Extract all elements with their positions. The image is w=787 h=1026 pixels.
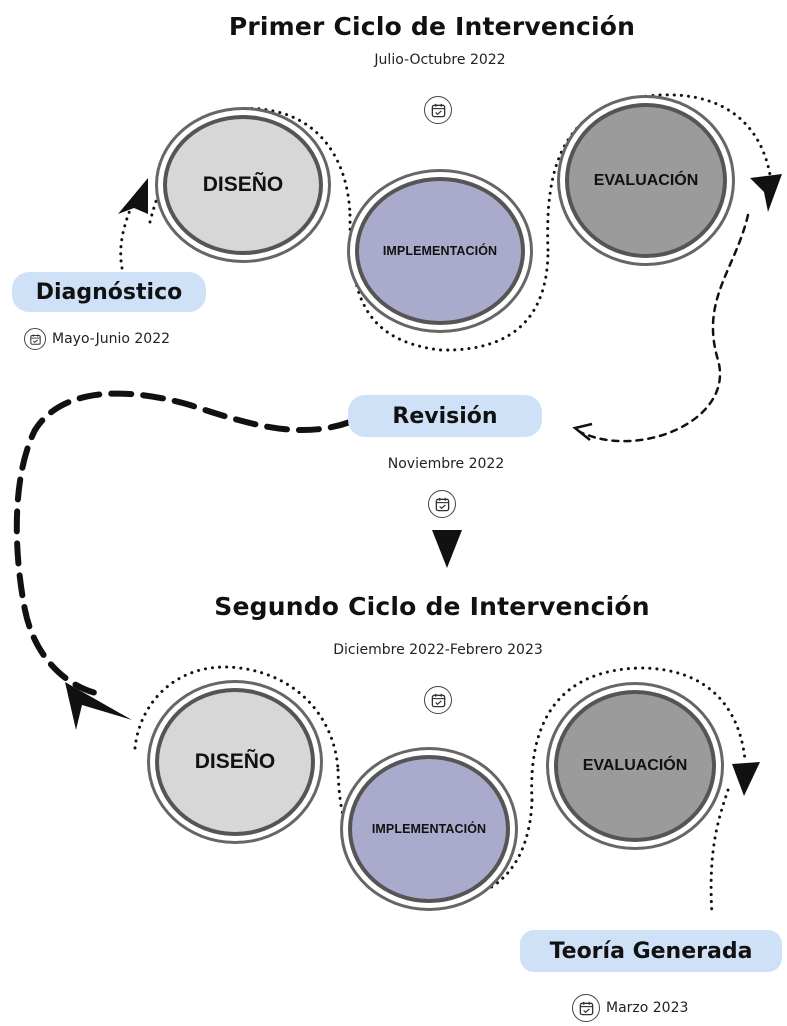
diagnosis-pill: Diagnóstico — [12, 272, 206, 312]
calendar-icon — [424, 96, 452, 124]
cycle2-dotted-path-design — [133, 665, 340, 772]
cycle1-implementation-label: IMPLEMENTACIÓN — [382, 244, 498, 258]
review-label: Revisión — [392, 403, 498, 429]
cycle1-design-stage: DISEÑO — [163, 115, 323, 255]
cycle2-implementation-label: IMPLEMENTACIÓN — [371, 822, 487, 836]
calendar-icon — [572, 994, 600, 1022]
cycle2-evaluation-arrowhead-icon — [732, 762, 760, 796]
review-date: Noviembre 2022 — [387, 456, 505, 472]
cycle2-design-label: DISEÑO — [194, 750, 276, 773]
diagnosis-label: Diagnóstico — [35, 279, 183, 305]
diagnosis-date: Mayo-Junio 2022 — [52, 331, 171, 347]
review-to-cycle2-dashed-line — [13, 390, 353, 698]
cycle1-title: Primer Ciclo de Intervención — [228, 12, 636, 41]
cycle1-dotted-path-evaluation — [546, 93, 772, 252]
cycle1-evaluation-arrowhead-icon — [750, 174, 782, 212]
theory-pill: Teoría Generada — [520, 930, 782, 972]
review-down-arrowhead-icon — [432, 530, 462, 568]
diagnosis-date-row: Mayo-Junio 2022 — [24, 328, 170, 350]
cycle1-evaluation-label: EVALUACIÓN — [593, 171, 699, 189]
calendar-icon — [424, 686, 452, 714]
cycle2-entry-arrowhead-icon — [65, 682, 132, 730]
theory-date: Marzo 2023 — [606, 1000, 689, 1016]
diagnosis-arrowhead-icon — [118, 178, 148, 214]
cycle2-design-stage: DISEÑO — [155, 688, 315, 836]
calendar-icon — [428, 490, 456, 518]
evaluation-to-review-line — [578, 213, 750, 443]
cycle1-evaluation-stage: EVALUACIÓN — [565, 103, 727, 258]
review-pill: Revisión — [348, 395, 542, 437]
review-return-arrowhead-icon — [572, 422, 593, 441]
cycle1-date: Julio-Octubre 2022 — [374, 52, 506, 68]
cycle2-title: Segundo Ciclo de Intervención — [214, 592, 650, 621]
cycle1-implementation-stage: IMPLEMENTACIÓN — [355, 177, 525, 325]
cycle2-implementation-stage: IMPLEMENTACIÓN — [348, 755, 510, 903]
cycle1-dotted-path-implementation — [348, 213, 550, 352]
calendar-icon — [24, 328, 46, 350]
cycle2-evaluation-stage: EVALUACIÓN — [554, 690, 716, 842]
theory-date-row: Marzo 2023 — [572, 994, 688, 1022]
diagnosis-dotted-arrow-line — [119, 203, 134, 270]
cycle1-design-label: DISEÑO — [202, 173, 284, 196]
theory-label: Teoría Generada — [549, 938, 753, 964]
evaluation-to-theory-line — [709, 788, 730, 917]
cycle2-date: Diciembre 2022-Febrero 2023 — [333, 642, 543, 658]
cycle2-evaluation-label: EVALUACIÓN — [582, 757, 688, 774]
cycle2-dotted-path-evaluation — [530, 666, 747, 802]
